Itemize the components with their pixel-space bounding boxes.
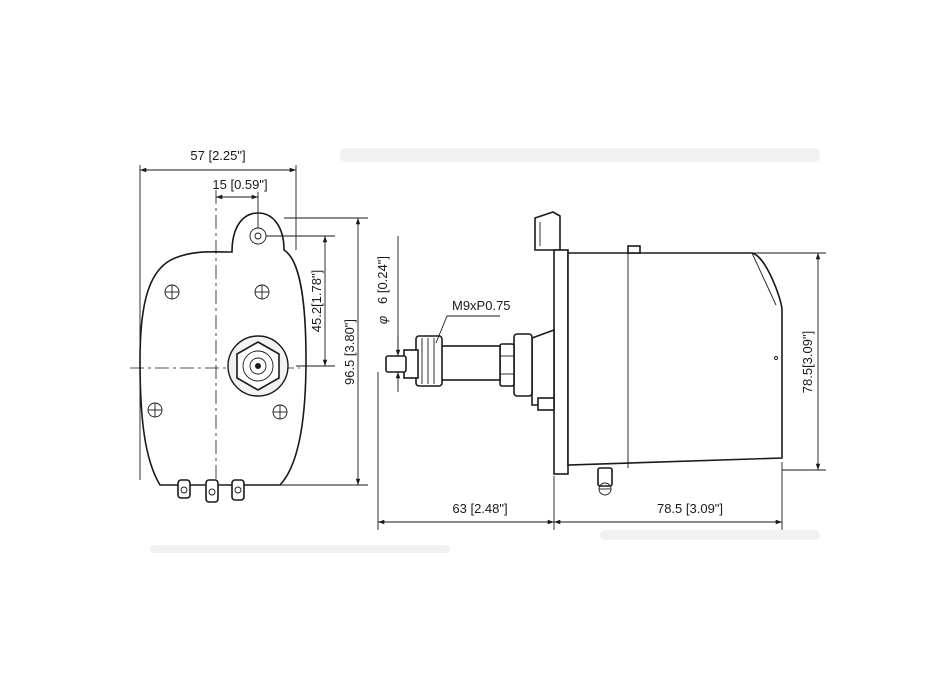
front-view (130, 190, 307, 503)
dim-pivot-offset: 15 [0.59"] (212, 177, 267, 192)
mounting-screw-icon (254, 284, 270, 300)
mounting-screw-icon (272, 404, 288, 420)
motor-body (567, 252, 783, 466)
side-dimensions: φ 6 [0.24"] 63 [2.48"] 78.5 [3.09"] 78.5… (375, 236, 826, 530)
front-dimensions: 57 [2.25"] 15 [0.59"] 45.2[1.78"] 96.5 [… (139, 148, 368, 486)
mounting-screw-icon (147, 402, 163, 418)
dim-shaft-length: 63 [2.48"] (452, 501, 507, 516)
dim-motor-diameter: 78.5[3.09"] (800, 331, 815, 393)
gearbox-housing (139, 212, 307, 486)
mounting-flange (553, 249, 569, 475)
bottom-screw-icon (597, 467, 613, 496)
mounting-screw-icon (164, 284, 180, 300)
terminal-icon (177, 479, 245, 503)
dim-mount-spacing: 45.2[1.78"] (309, 270, 324, 332)
dim-motor-length: 78.5 [3.09"] (657, 501, 723, 516)
output-shaft-icon (227, 335, 289, 397)
shaft-nut-icon (499, 333, 533, 397)
scan-background (150, 148, 820, 553)
dim-shaft-diameter: 6 [0.24"] (375, 256, 390, 304)
side-view: M9xP0.75 (385, 211, 783, 496)
dim-symbol-diameter: φ (375, 315, 390, 324)
dim-total-height: 96.5 [3.80"] (342, 319, 357, 385)
dim-total-width: 57 [2.25"] (190, 148, 245, 163)
threaded-shaft (385, 335, 501, 387)
label-shaft-thread: M9xP0.75 (452, 298, 511, 313)
bracket-tab (534, 211, 561, 251)
